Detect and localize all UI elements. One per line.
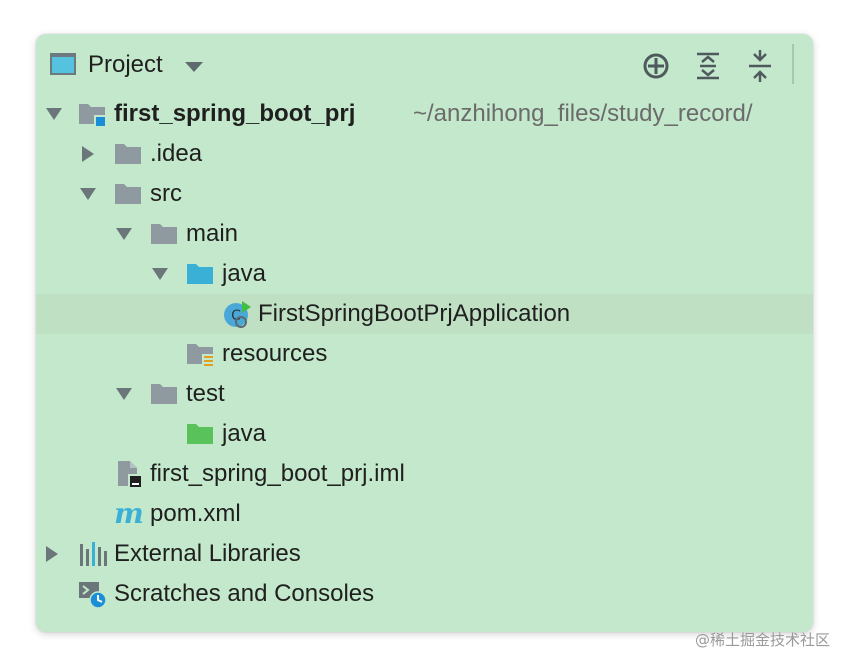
tree-node-src[interactable]: src <box>36 174 813 214</box>
svg-text:C: C <box>231 308 241 324</box>
libraries-icon <box>78 539 108 569</box>
tool-window-header: Project <box>36 34 813 98</box>
tree-node-test-java[interactable]: java <box>36 414 813 454</box>
crosshair-icon <box>643 53 669 79</box>
collapsed-arrow-icon[interactable] <box>78 144 98 164</box>
tree-node-label: Scratches and Consoles <box>114 580 375 607</box>
spring-boot-class-icon: C <box>222 299 252 329</box>
folder-icon <box>114 179 144 209</box>
iml-file-icon <box>114 459 144 489</box>
tree-node-main-java[interactable]: java <box>36 254 813 294</box>
tree-node-label: External Libraries <box>114 540 301 567</box>
folder-icon <box>150 379 180 409</box>
collapse-all-icon <box>749 50 771 82</box>
select-opened-file-button[interactable] <box>639 49 673 83</box>
expanded-arrow-icon[interactable] <box>150 264 170 284</box>
tree-node-label: src <box>150 180 182 207</box>
tree-node-label: test <box>186 380 225 407</box>
project-window-icon <box>50 53 76 75</box>
tree-node-idea[interactable]: .idea <box>36 134 813 174</box>
module-folder-icon <box>78 99 108 129</box>
watermark: @稀土掘金技术社区 <box>694 631 830 649</box>
tree-node-main[interactable]: main <box>36 214 813 254</box>
project-tool-window: Project <box>36 34 813 632</box>
expanded-arrow-icon[interactable] <box>78 184 98 204</box>
tree-node-label: pom.xml <box>150 500 241 527</box>
tree-node-external-libraries[interactable]: External Libraries <box>36 534 813 574</box>
collapse-all-button[interactable] <box>743 49 777 83</box>
view-dropdown-icon[interactable] <box>185 62 203 72</box>
tree-node-test[interactable]: test <box>36 374 813 414</box>
resources-folder-icon <box>186 339 216 369</box>
expanded-arrow-icon[interactable] <box>44 104 64 124</box>
expand-all-icon <box>697 52 719 80</box>
tree-node-label: first_spring_boot_prj <box>114 100 356 127</box>
tree-node-label: FirstSpringBootPrjApplication <box>258 300 571 327</box>
tree-node-label: main <box>186 220 239 247</box>
tree-node-label: .idea <box>150 140 203 167</box>
tree-node-pom[interactable]: m pom.xml <box>36 494 813 534</box>
project-path: ~/anzhihong_files/study_record/ <box>413 100 753 127</box>
collapsed-arrow-icon[interactable] <box>42 544 62 564</box>
maven-icon: m <box>114 497 144 530</box>
folder-icon <box>114 139 144 169</box>
tree-node-label: first_spring_boot_prj.iml <box>150 460 405 487</box>
header-separator <box>792 44 794 84</box>
expanded-arrow-icon[interactable] <box>114 224 134 244</box>
tree-node-resources[interactable]: resources <box>36 334 813 374</box>
expand-all-button[interactable] <box>691 49 725 83</box>
tree-node-label: java <box>222 260 267 287</box>
folder-icon <box>150 219 180 249</box>
expanded-arrow-icon[interactable] <box>114 384 134 404</box>
tree-node-project-root[interactable]: first_spring_boot_prj ~/anzhihong_files/… <box>36 94 813 134</box>
tree-node-app-class[interactable]: C FirstSpringBootPrjApplication <box>36 294 813 334</box>
tree-node-label: resources <box>222 340 328 367</box>
tree-node-scratches[interactable]: Scratches and Consoles <box>36 574 813 614</box>
source-folder-icon <box>186 259 216 289</box>
scratches-icon <box>78 579 108 609</box>
svg-text:m: m <box>114 499 144 529</box>
tool-window-title[interactable]: Project <box>88 51 163 78</box>
tree-node-iml-file[interactable]: first_spring_boot_prj.iml <box>36 454 813 494</box>
test-source-folder-icon <box>186 419 216 449</box>
tree-node-label: java <box>222 420 267 447</box>
